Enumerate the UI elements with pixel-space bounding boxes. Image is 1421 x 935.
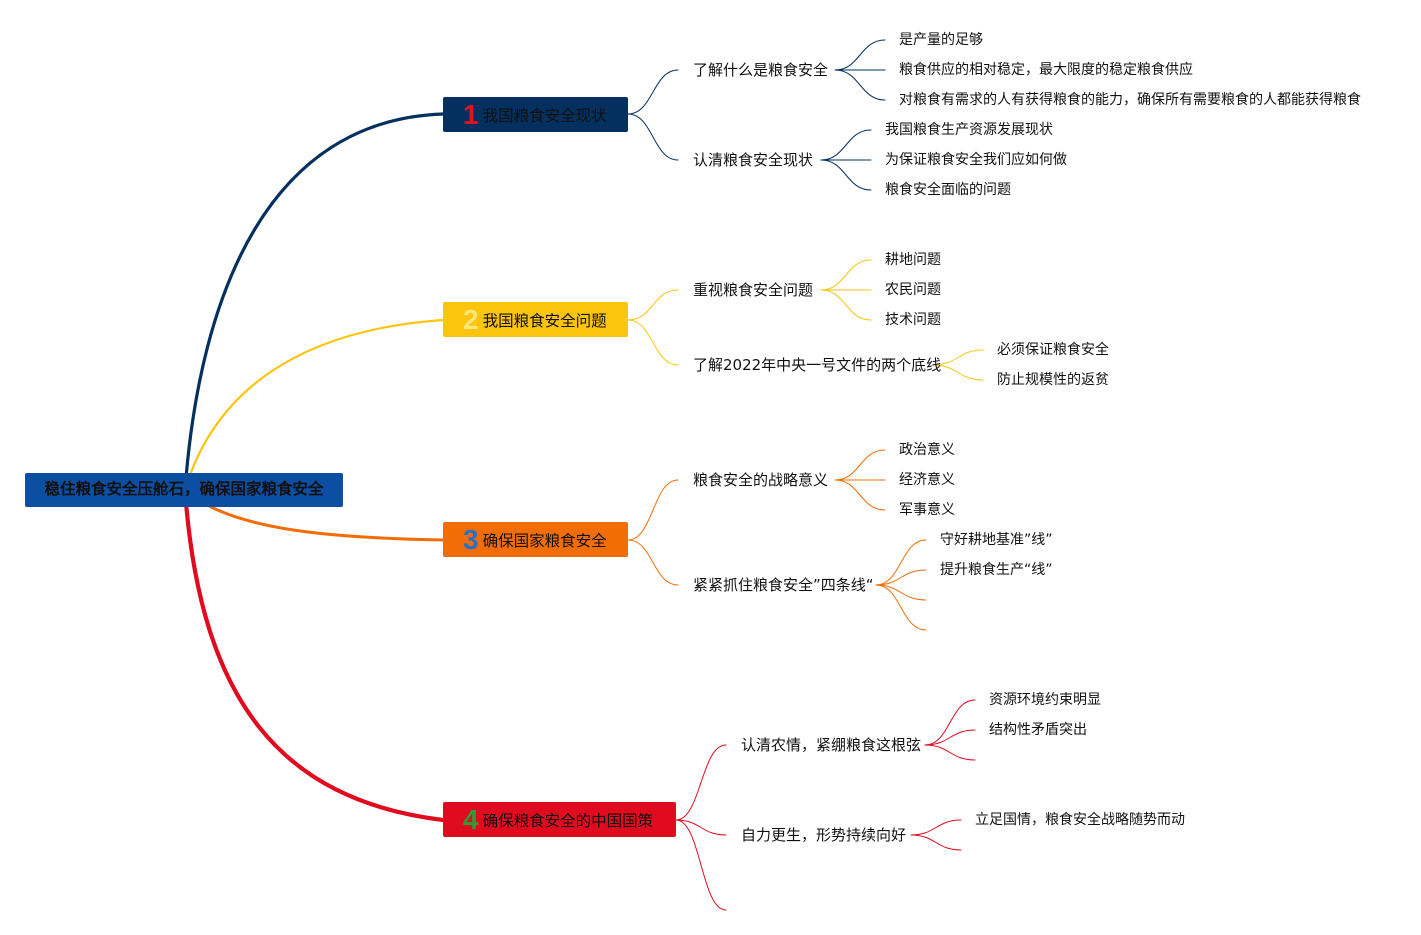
connector-b2-sub2-leaf1: [932, 349, 984, 366]
b1-sub1-leaf2[interactable]: 粮食供应的相对稳定，最大限度的稳定粮食供应: [899, 62, 1193, 78]
b3-sub2-leaf2[interactable]: 提升粮食生产“线”: [940, 562, 1053, 578]
connector-b4-sub3: [675, 819, 727, 911]
b4-sub2[interactable]: 自力更生，形势持续向好: [741, 826, 907, 844]
connector-root-branch-2: [183, 318, 445, 492]
connector-b1-sub2: [627, 113, 679, 161]
connector-b3-sub2-leaf3: [875, 584, 927, 601]
branch-4-node[interactable]: 4 确保粮食安全的中国国策: [443, 802, 676, 837]
connector-b1-sub1-leaf3: [834, 69, 886, 101]
connector-b2-sub1: [627, 289, 679, 321]
branch-4-number: 4: [463, 803, 479, 835]
connector-b3-sub1-leaf1: [834, 449, 886, 481]
connector-b2-sub1-leaf3: [820, 289, 872, 321]
branch-1-node[interactable]: 1 我国粮食安全现状: [443, 97, 628, 132]
connector-b1-sub1-leaf1: [834, 39, 886, 71]
connector-root-branch-4: [182, 487, 446, 823]
b1-sub1-leaf3[interactable]: 对粮食有需求的人有获得粮食的能力，确保所有需要粮食的人都能获得粮食: [899, 92, 1361, 108]
b3-sub1-leaf2[interactable]: 经济意义: [899, 472, 955, 488]
b1-sub2[interactable]: 认清粮食安全现状: [693, 151, 814, 169]
b3-sub1-leaf3[interactable]: 军事意义: [899, 502, 955, 518]
b4-sub1-leaf1[interactable]: 资源环境约束明显: [989, 692, 1101, 708]
connector-b3-sub1-leaf3: [834, 479, 886, 511]
connector-b3-sub2: [627, 539, 679, 586]
connector-b3-sub2-leaf4: [875, 584, 927, 631]
b3-sub2-leaf1[interactable]: 守好耕地基准”线”: [940, 532, 1053, 548]
b2-sub2[interactable]: 了解2022年中央一号文件的两个底线: [693, 356, 942, 374]
connector-b4-sub1-leaf1: [924, 699, 976, 746]
b2-sub1-leaf3[interactable]: 技术问题: [885, 312, 941, 328]
b1-sub2-leaf3[interactable]: 粮食安全面临的问题: [885, 182, 1011, 198]
b1-sub2-leaf1[interactable]: 我国粮食生产资源发展现状: [885, 122, 1053, 138]
branch-3-node[interactable]: 3 确保国家粮食安全: [443, 522, 628, 557]
connector-b2-sub2: [627, 319, 679, 366]
connector-b3-sub2-leaf1: [875, 539, 927, 586]
branch-2-number: 2: [463, 303, 479, 335]
connector-b4-sub1-leaf2: [924, 729, 976, 746]
branch-1-label: 我国粮食安全现状: [482, 106, 607, 125]
root-label: 稳住粮食安全压舱石，确保国家粮食安全: [44, 480, 324, 499]
b1-sub1[interactable]: 了解什么是粮食安全: [693, 61, 829, 79]
b1-sub2-leaf2[interactable]: 为保证粮食安全我们应如何做: [885, 152, 1067, 168]
branch-1-number: 1: [463, 98, 479, 130]
b4-sub1[interactable]: 认清农情，紧绷粮食这根弦: [741, 736, 922, 754]
b3-sub2[interactable]: 紧紧抓住粮食安全”四条线“: [693, 576, 874, 594]
connector-b2-sub2-leaf2: [932, 364, 984, 381]
connector-b3-sub1: [627, 479, 679, 541]
branch-4-label: 确保粮食安全的中国国策: [482, 811, 654, 830]
connector-b1-sub2-leaf1: [820, 129, 872, 161]
connector-b3-sub2-leaf2: [875, 569, 927, 586]
b2-sub1-leaf2[interactable]: 农民问题: [885, 282, 941, 298]
b3-sub1-leaf1[interactable]: 政治意义: [899, 442, 955, 458]
connector-b4-sub2: [675, 819, 727, 836]
root-node[interactable]: 稳住粮食安全压舱石，确保国家粮食安全: [25, 473, 343, 507]
connector-b4-sub1-leaf3: [924, 744, 976, 761]
b2-sub2-leaf1[interactable]: 必须保证粮食安全: [997, 342, 1109, 358]
branch-2-node[interactable]: 2 我国粮食安全问题: [443, 302, 628, 337]
connector-b4-sub1: [675, 744, 727, 821]
connector-b4-sub2-leaf2: [910, 834, 962, 851]
b2-sub2-leaf2[interactable]: 防止规模性的返贫: [997, 372, 1109, 388]
branch-3-label: 确保国家粮食安全: [482, 531, 607, 550]
connector-b4-sub2-leaf1: [910, 819, 962, 836]
branch-2-label: 我国粮食安全问题: [482, 311, 607, 330]
branch-3-number: 3: [463, 523, 479, 555]
b3-sub1[interactable]: 粮食安全的战略意义: [693, 471, 829, 489]
b2-sub1[interactable]: 重视粮食安全问题: [693, 281, 814, 299]
connector-b2-sub1-leaf1: [820, 259, 872, 291]
b4-sub2-leaf1[interactable]: 立足国情，粮食安全战略随势而动: [975, 812, 1185, 828]
connector-root-branch-1: [183, 112, 445, 492]
connector-b1-sub2-leaf3: [820, 159, 872, 191]
b2-sub1-leaf1[interactable]: 耕地问题: [885, 252, 941, 268]
connector-b1-sub1: [627, 69, 679, 115]
b1-sub1-leaf1[interactable]: 是产量的足够: [899, 32, 983, 48]
b4-sub1-leaf2[interactable]: 结构性矛盾突出: [989, 722, 1087, 738]
